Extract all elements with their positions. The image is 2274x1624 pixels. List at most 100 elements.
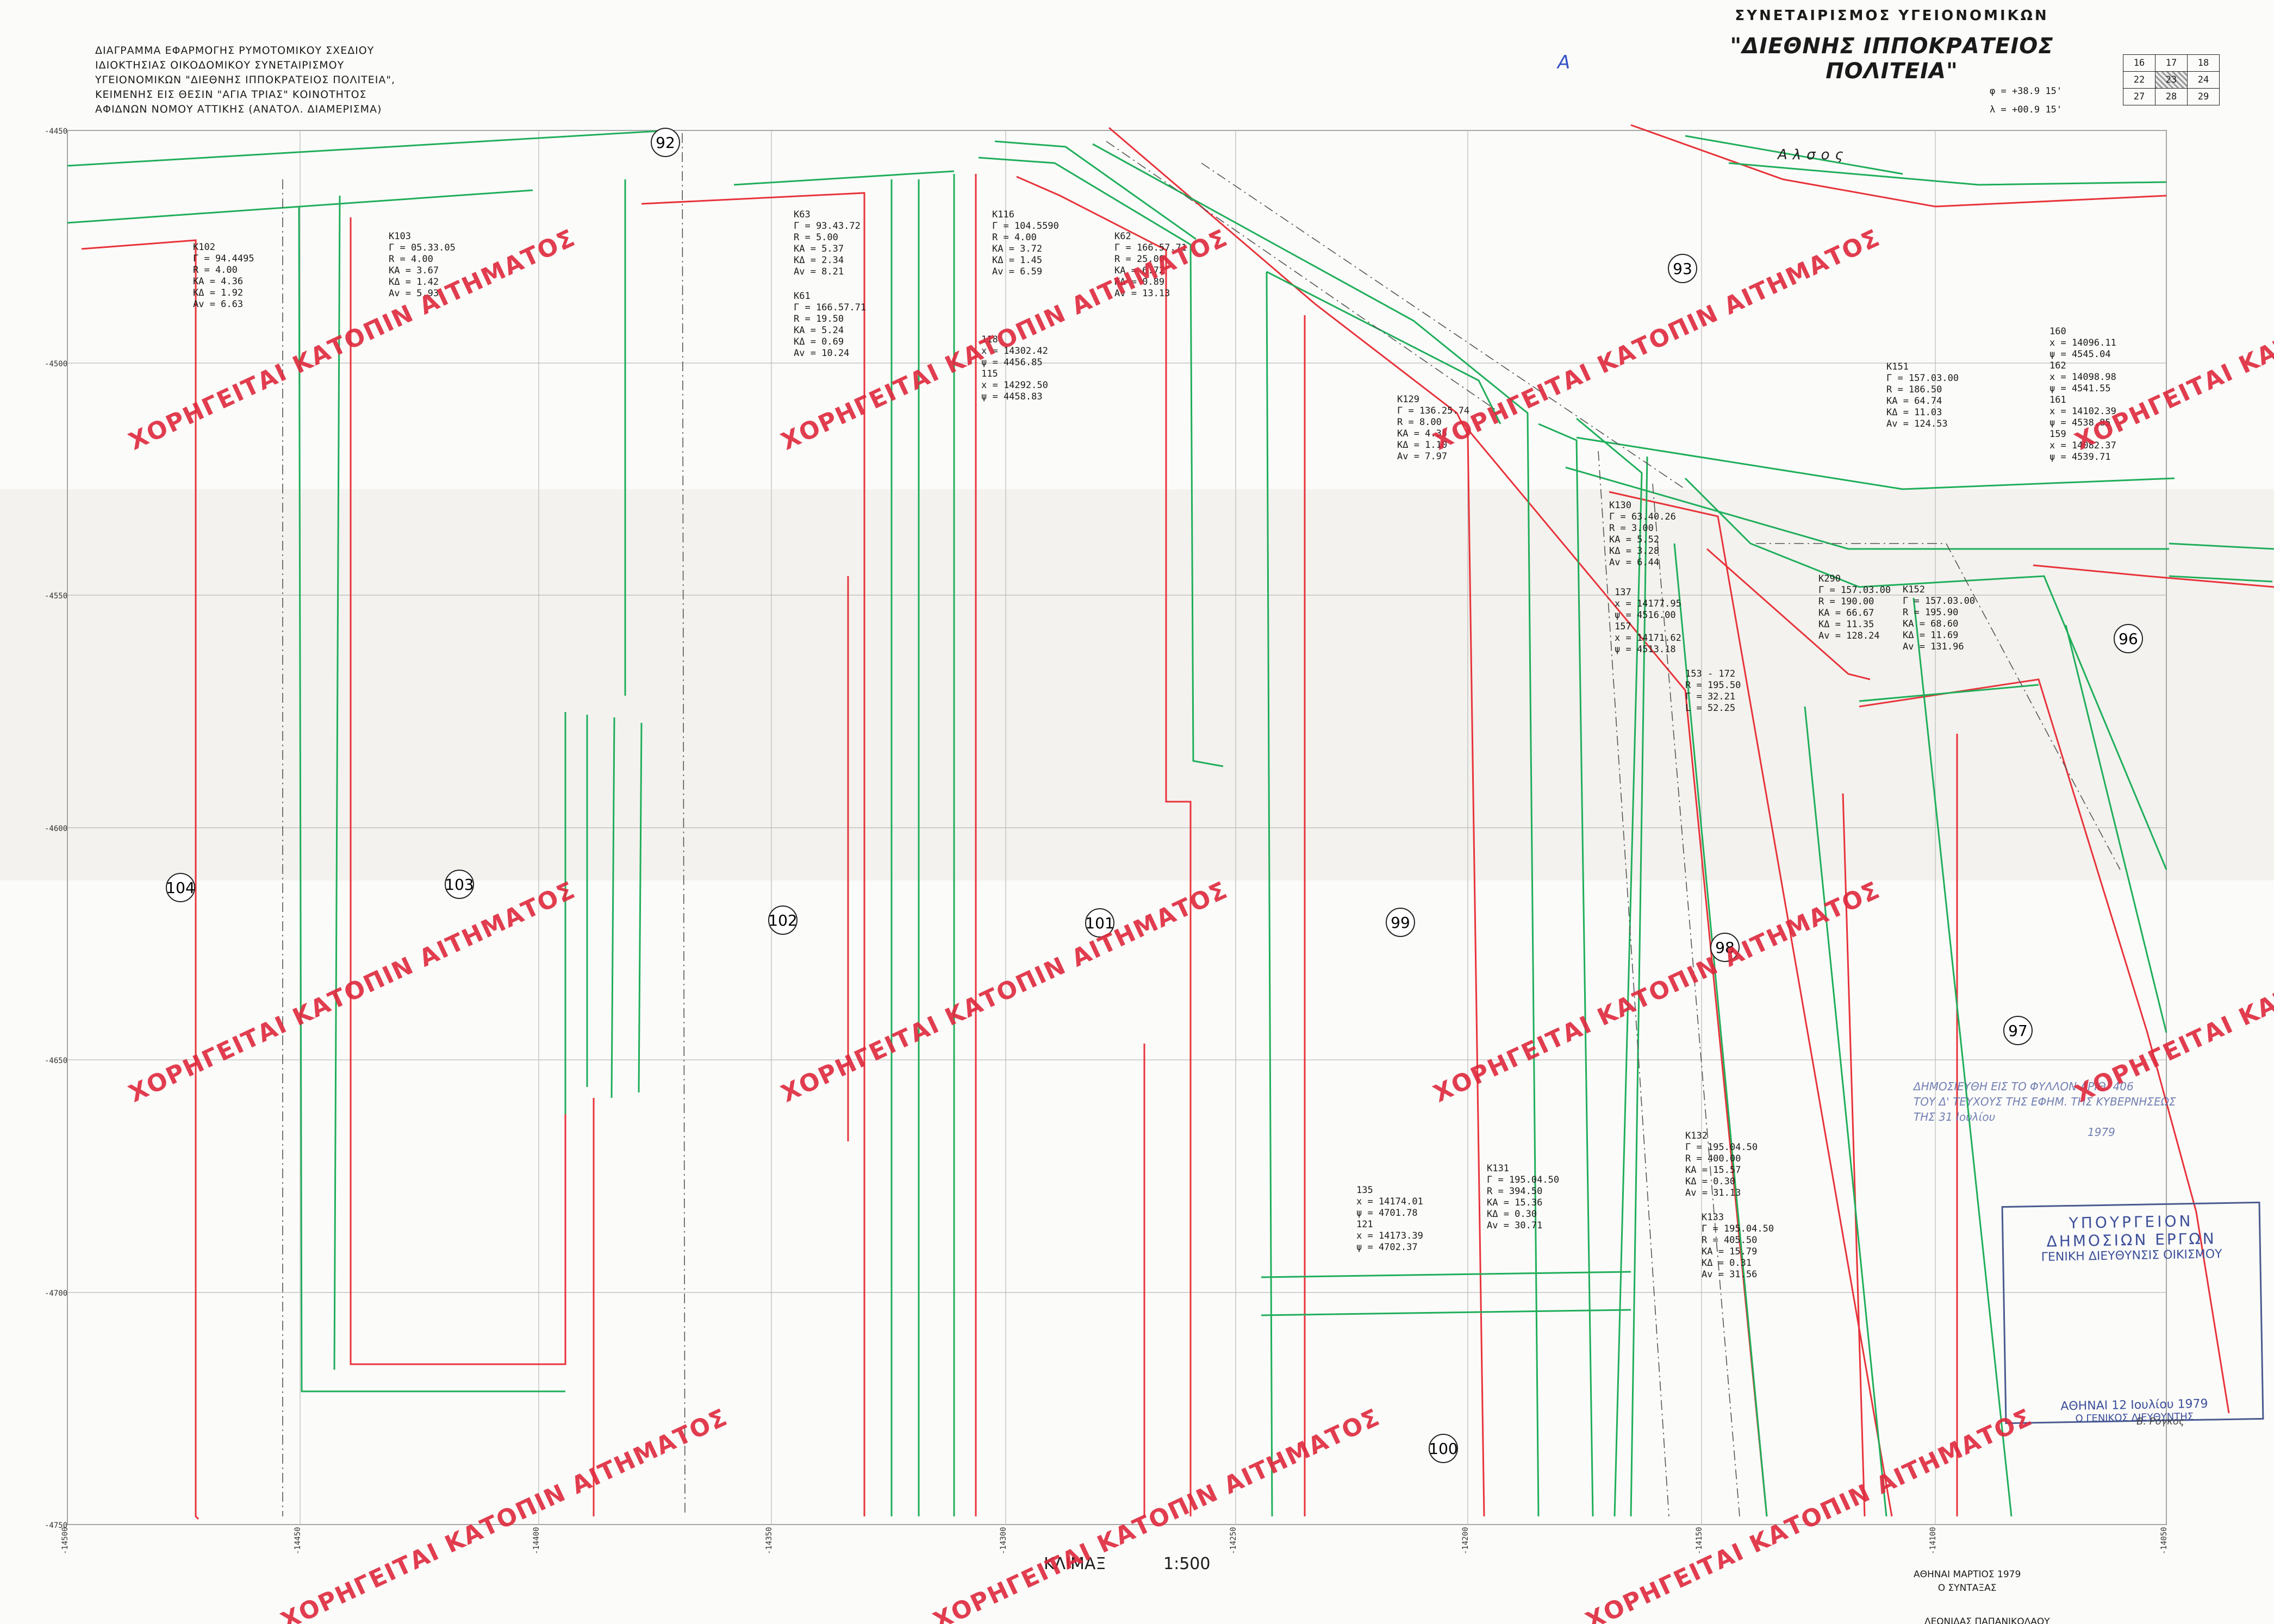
point-annotation: KA = 5.37 bbox=[794, 243, 844, 254]
point-annotation: KA = 5.52 bbox=[1609, 534, 1659, 545]
lot-boundary-line bbox=[1108, 127, 1485, 1517]
surveyor-name: ΛΕΩΝΙΔΑΣ ΠΑΠΑΝΙΚΟΛΑΟΥ bbox=[1924, 1616, 2050, 1624]
point-annotation: Av = 6.59 bbox=[992, 266, 1042, 277]
point-annotation: x = 14098.98 bbox=[2049, 372, 2116, 383]
plan-line bbox=[1684, 477, 2167, 870]
grid-tick-x: -14350 bbox=[765, 1527, 774, 1554]
point-annotation: Av = 128.24 bbox=[1818, 630, 1880, 641]
point-annotation: KΔ = 11.03 bbox=[1886, 407, 1942, 418]
longitude-readout: λ = +00.9 15' bbox=[1990, 104, 2063, 115]
lot-boundary-line bbox=[1609, 491, 1893, 1517]
point-annotation: Γ = 104.5590 bbox=[992, 221, 1059, 232]
point-annotation: Γ = 32.21 bbox=[1685, 691, 1735, 702]
sheet-index-cell: 17 bbox=[2155, 54, 2188, 72]
latitude-readout: φ = +38.9 15' bbox=[1990, 86, 2063, 97]
sheet-index-cell: 16 bbox=[2123, 54, 2155, 72]
point-annotation: K152 bbox=[1903, 584, 1925, 595]
point-annotation: Av = 10.24 bbox=[794, 348, 849, 359]
point-annotation: R = 8.00 bbox=[1397, 417, 1442, 428]
signature-note: Β. Ρογκος bbox=[2136, 1416, 2185, 1427]
surveyor-block: ΛΕΩΝΙΔΑΣ ΠΑΠΑΝΙΚΟΛΑΟΥ bbox=[1924, 1615, 2050, 1624]
point-annotation: K151 bbox=[1886, 361, 1909, 372]
lot-boundary-line bbox=[350, 217, 566, 1365]
scale-label: ΚΛΙΜΑΞ bbox=[1044, 1554, 1106, 1573]
cooperative-subtitle: ΣΥΝΕΤΑΙΡΙΣΜΟΣ ΥΓΕΙΟΝΟΜΙΚΩΝ bbox=[1735, 8, 2049, 24]
point-annotation: Av = 13.13 bbox=[1114, 288, 1170, 299]
grid-tick-x: -14200 bbox=[1461, 1527, 1470, 1554]
block-number: 101 bbox=[1085, 914, 1114, 932]
point-annotation: K133 bbox=[1702, 1212, 1724, 1223]
plan-line bbox=[298, 206, 565, 1392]
plan-line bbox=[638, 722, 643, 1093]
block-marker-circle bbox=[1085, 908, 1114, 938]
plan-line bbox=[1685, 135, 1903, 175]
block-number: 92 bbox=[656, 134, 675, 152]
point-annotation: R = 405.50 bbox=[1702, 1235, 1757, 1246]
plan-line bbox=[1859, 684, 2039, 702]
plan-description: ΔΙΑΓΡΑΜΜΑ ΕΦΑΡΜΟΓΗΣ ΡΥΜΟΤΟΜΙΚΟΥ ΣΧΕΔΙΟΥ … bbox=[95, 43, 395, 117]
point-annotation: R = 400.00 bbox=[1685, 1153, 1741, 1164]
plan-line bbox=[2065, 624, 2167, 1033]
point-annotation: Γ = 93.43.72 bbox=[794, 221, 861, 232]
point-annotation: R = 25.00 bbox=[1114, 254, 1164, 265]
plan-line bbox=[1630, 456, 1648, 1517]
point-annotation: Av = 5.93 bbox=[389, 288, 439, 299]
grid-tick-y: -4700 bbox=[45, 1289, 67, 1298]
point-annotation: 159 bbox=[2049, 429, 2066, 440]
block-number: 103 bbox=[445, 876, 474, 894]
plan-line bbox=[1565, 466, 2169, 550]
point-annotation: KΔ = 0.30 bbox=[1685, 1176, 1735, 1187]
point-annotation: K63 bbox=[794, 209, 811, 220]
block-marker-circle bbox=[2003, 1016, 2033, 1045]
point-annotation: x = 14082.37 bbox=[2049, 440, 2116, 451]
block-marker-circle bbox=[1386, 908, 1415, 937]
point-annotation: K116 bbox=[992, 209, 1014, 220]
point-annotation: KΔ = 11.35 bbox=[1818, 619, 1874, 630]
point-annotation: KΔ = 0.89 bbox=[1114, 277, 1164, 288]
point-annotation: ψ = 4516.00 bbox=[1615, 610, 1676, 621]
point-annotation: Γ = 94.4495 bbox=[193, 253, 254, 264]
point-annotation: 121 bbox=[1356, 1219, 1373, 1230]
point-annotation: R = 186.50 bbox=[1886, 384, 1942, 395]
plan-line bbox=[1912, 597, 2013, 1517]
grid-tick-x: -14250 bbox=[1229, 1527, 1238, 1554]
point-annotation: x = 14102.39 bbox=[2049, 406, 2116, 417]
sheet-index-cell: 18 bbox=[2187, 54, 2220, 72]
point-annotation: KΔ = 1.10 bbox=[1397, 440, 1447, 451]
point-annotation: x = 14292.50 bbox=[981, 380, 1048, 391]
grid-tick-labels-y: -4450-4500-4550-4600-4650-4700-4750 bbox=[45, 127, 67, 1530]
header-line: ΙΔΙΟΚΤΗΣΙΑΣ ΟΙΚΟΔΟΜΙΚΟΥ ΣΥΝΕΤΑΙΡΙΣΜΟΥ bbox=[95, 59, 345, 71]
point-annotation: KΔ = 0.31 bbox=[1702, 1258, 1752, 1269]
plan-line bbox=[1266, 271, 1273, 1517]
plan-line bbox=[1804, 706, 1887, 1517]
axis-line bbox=[1598, 451, 1669, 1517]
point-annotation: x = 14096.11 bbox=[2049, 338, 2116, 348]
point-annotation: Av = 8.21 bbox=[794, 266, 844, 277]
point-annotation: Av = 31.56 bbox=[1702, 1269, 1757, 1280]
block-number: 97 bbox=[2008, 1022, 2028, 1040]
scale-value: 1:500 bbox=[1163, 1554, 1211, 1573]
point-annotation: ψ = 4538.85 bbox=[2049, 417, 2111, 428]
point-annotation: KA = 15.57 bbox=[1685, 1165, 1741, 1176]
point-annotation: Γ = 195.04.50 bbox=[1685, 1142, 1758, 1153]
point-annotation: ψ = 4458.83 bbox=[981, 391, 1043, 402]
grid-tick-y: -4600 bbox=[45, 825, 67, 833]
point-annotation: 160 bbox=[2049, 326, 2066, 337]
point-annotation: KA = 15.36 bbox=[1487, 1197, 1542, 1208]
plan-line bbox=[67, 189, 533, 224]
sheet-index-cell: 29 bbox=[2187, 88, 2220, 105]
point-annotation: KA = 6.72 bbox=[1114, 265, 1164, 276]
plan-line bbox=[610, 717, 615, 1098]
grid-tick-y: -4750 bbox=[45, 1521, 67, 1530]
grid-tick-x: -14150 bbox=[1695, 1527, 1704, 1554]
grid-tick-y: -4500 bbox=[45, 360, 67, 368]
grid-tick-y: -4650 bbox=[45, 1057, 67, 1065]
point-annotation: KA = 3.72 bbox=[992, 243, 1042, 254]
point-annotation: KΔ = 0.69 bbox=[794, 336, 844, 347]
point-annotation: KA = 4.36 bbox=[193, 276, 243, 287]
plan-line bbox=[1261, 1271, 1631, 1278]
point-annotation: Γ = 166.57.71 bbox=[1114, 242, 1187, 253]
gazette-year: 1979 bbox=[2088, 1126, 2115, 1139]
point-annotation: Γ = 136.25.74 bbox=[1397, 405, 1469, 416]
grid-tick-x: -14450 bbox=[294, 1527, 302, 1554]
